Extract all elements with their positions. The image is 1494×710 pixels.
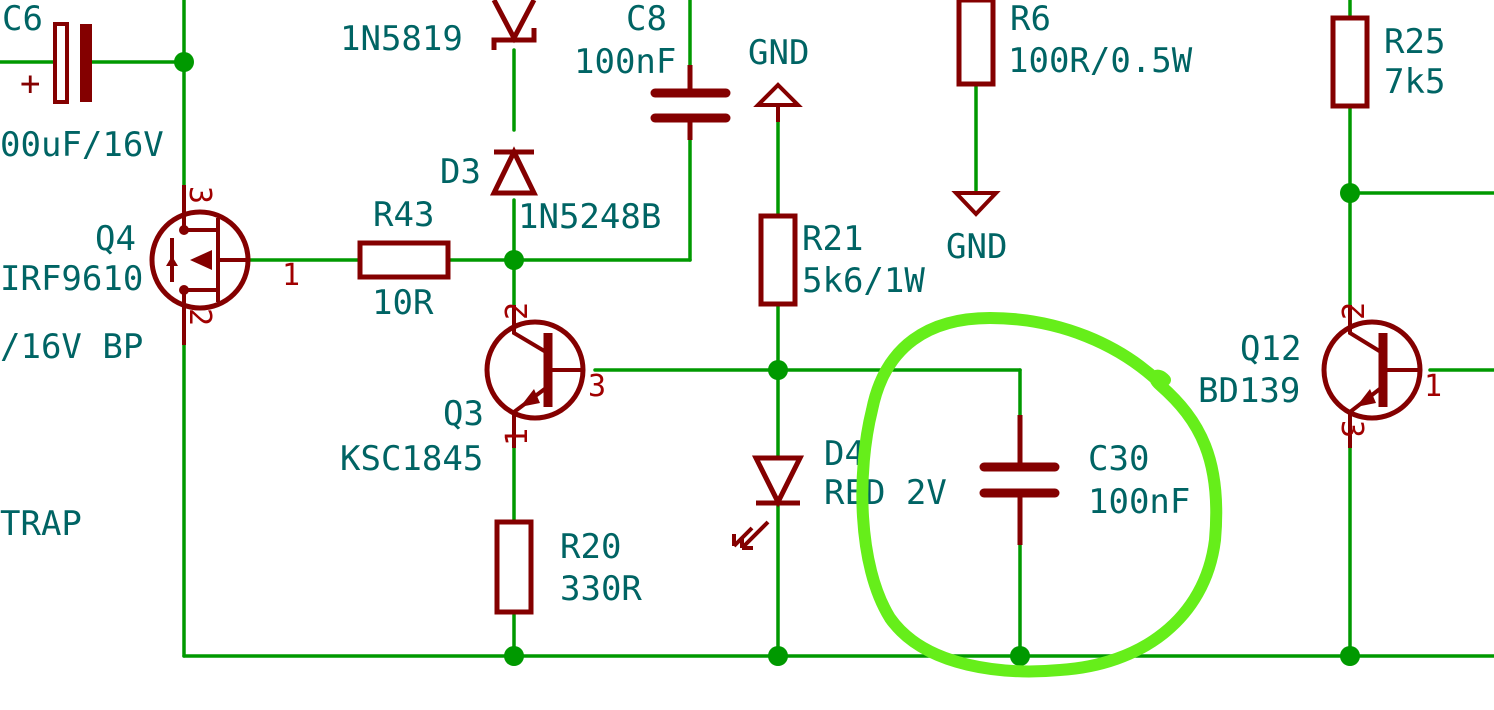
wires — [0, 0, 1494, 658]
r21-value: 5k6/1W — [802, 261, 925, 301]
resistor-r21: R21 5k6/1W — [758, 213, 925, 307]
capacitor-c30: C30 100nF — [979, 415, 1190, 545]
q3-pin-3: 3 — [588, 369, 606, 404]
r43-reference: R43 — [373, 195, 434, 235]
q4-dot — [179, 285, 189, 295]
gnd-top-label: GND — [748, 33, 809, 73]
trap-label: TRAP — [0, 504, 82, 544]
led-d4: D4 RED 2V — [732, 434, 947, 550]
d3-value: 1N5248B — [518, 197, 661, 237]
q3-pin-1: 1 — [500, 428, 535, 446]
resistor-r43: R43 10R — [357, 195, 451, 323]
diode-d7: 1N5819 — [340, 0, 537, 59]
c8-reference: C8 — [626, 0, 667, 39]
c6-reference: C6 — [2, 0, 43, 39]
r25-body — [1330, 15, 1370, 109]
gnd-top-triangle — [753, 82, 803, 107]
highlight-circle — [856, 311, 1223, 678]
q12-pin-2: 2 — [1337, 302, 1372, 320]
d4-value: RED 2V — [824, 473, 947, 513]
q3-reference: Q3 — [443, 394, 484, 434]
q4-value: IRF9610 — [0, 259, 143, 299]
resistor-r6: R6 100R/0.5W — [956, 0, 1193, 87]
d3-reference: D3 — [440, 152, 481, 192]
junction-dot — [1340, 183, 1360, 203]
diode-d3: D3 1N5248B — [440, 146, 661, 237]
q12-pin-1: 1 — [1424, 369, 1442, 404]
c30-value: 100nF — [1088, 482, 1190, 522]
d4-ray-heads — [732, 534, 753, 550]
r20-reference: R20 — [560, 527, 621, 567]
junction-dot — [504, 646, 524, 666]
r20-value: 330R — [560, 569, 642, 609]
resistor-r20: R20 330R — [494, 519, 642, 615]
q12-collector — [1348, 305, 1383, 354]
q3-pin-2: 2 — [500, 302, 535, 320]
q3-collector — [512, 305, 548, 354]
r20-body — [494, 519, 534, 615]
ground-symbol-top: GND — [748, 33, 809, 122]
c6-polarity: + — [20, 64, 40, 104]
q3-arrow — [520, 389, 540, 407]
r25-value: 7k5 — [1384, 62, 1445, 102]
d7-bar — [491, 28, 537, 50]
capacitor-c8: C8 100nF — [574, 0, 731, 140]
capacitor-c6: C6 + 00uF/16V — [0, 0, 164, 165]
c6-value: 00uF/16V — [0, 125, 164, 165]
c6-minus-plate — [80, 24, 92, 102]
q4-pin-1: 1 — [282, 258, 300, 293]
q4-pin-2: 2 — [182, 308, 217, 326]
junction-dot — [768, 360, 788, 380]
d4-triangle — [751, 455, 805, 508]
junctions — [174, 52, 1360, 666]
q4-reference: Q4 — [95, 219, 136, 259]
r21-reference: R21 — [802, 219, 863, 259]
q12-pin-3: 3 — [1334, 420, 1369, 438]
junction-dot — [504, 250, 524, 270]
q12-arrow — [1356, 389, 1376, 407]
junction-dot — [1340, 646, 1360, 666]
gnd-r6-triangle — [951, 191, 1001, 217]
r6-value: 100R/0.5W — [1008, 41, 1193, 81]
ground-symbol-r6: GND — [946, 191, 1007, 267]
d3-triangle — [489, 146, 539, 196]
q3-value: KSC1845 — [340, 439, 483, 479]
q4-pin-3: 3 — [182, 186, 217, 204]
d7-triangle — [491, 0, 537, 44]
c8-value: 100nF — [574, 42, 676, 82]
r21-body — [758, 213, 798, 307]
r6-body — [956, 0, 996, 87]
bp-text: /16V BP — [0, 327, 143, 367]
junction-dot — [768, 646, 788, 666]
c6-plus-plate — [53, 22, 69, 104]
transistor-q12: Q12 BD139 2 1 3 — [1198, 302, 1442, 448]
q4-diode — [166, 256, 178, 266]
transistor-q3: 2 3 1 Q3 KSC1845 — [340, 302, 606, 479]
c30-reference: C30 — [1088, 439, 1149, 479]
r6-reference: R6 — [1010, 0, 1051, 39]
junction-dot — [174, 52, 194, 72]
q4-dot — [179, 225, 189, 235]
mosfet-q4: Q4 IRF9610 3 1 2 — [0, 185, 300, 345]
q4-arrow — [190, 250, 212, 270]
r25-reference: R25 — [1384, 22, 1445, 62]
q12-value: BD139 — [1198, 371, 1300, 411]
junction-dot — [1010, 646, 1030, 666]
d4-light-rays — [732, 520, 770, 550]
r43-body — [357, 240, 451, 280]
d7-value: 1N5819 — [340, 19, 463, 59]
r43-value: 10R — [372, 283, 434, 323]
q12-reference: Q12 — [1240, 329, 1301, 369]
resistor-r25: R25 7k5 — [1330, 15, 1445, 109]
q4-gate — [216, 218, 250, 302]
gnd-r6-label: GND — [946, 227, 1007, 267]
